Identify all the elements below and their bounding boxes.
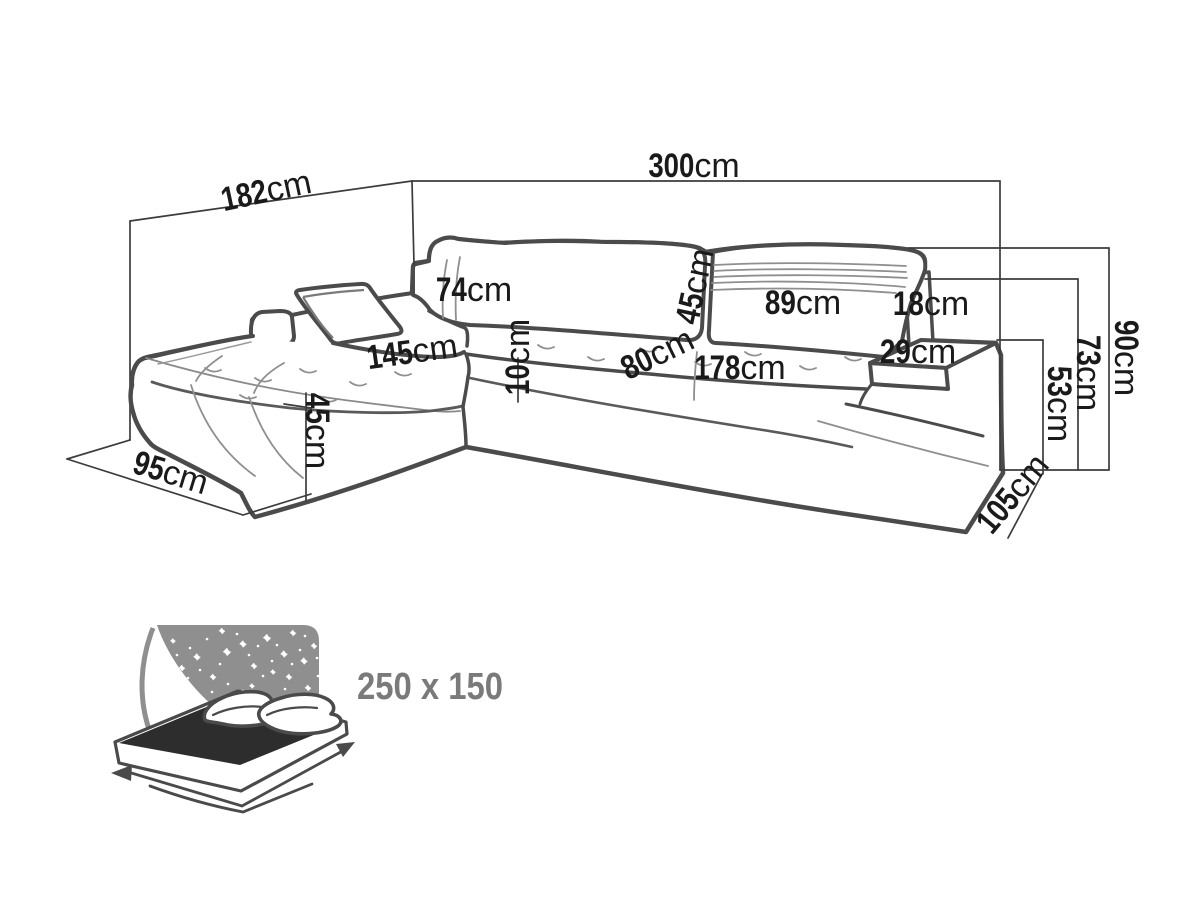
svg-text:300cm: 300cm [648,147,739,185]
svg-text:250 x 150: 250 x 150 [357,666,503,708]
svg-text:10cm: 10cm [499,319,537,395]
svg-text:45cm: 45cm [298,393,336,469]
svg-text:89cm: 89cm [765,284,841,322]
svg-text:90cm: 90cm [1107,320,1145,396]
svg-text:29cm: 29cm [880,333,956,371]
svg-text:73cm: 73cm [1069,335,1107,411]
svg-text:74cm: 74cm [436,271,512,309]
svg-text:18cm: 18cm [893,285,969,323]
svg-text:182cm: 182cm [218,163,315,219]
svg-text:178cm: 178cm [694,349,785,387]
svg-text:53cm: 53cm [1040,366,1078,442]
svg-text:145cm: 145cm [364,327,460,377]
svg-text:45cm: 45cm [668,245,721,328]
